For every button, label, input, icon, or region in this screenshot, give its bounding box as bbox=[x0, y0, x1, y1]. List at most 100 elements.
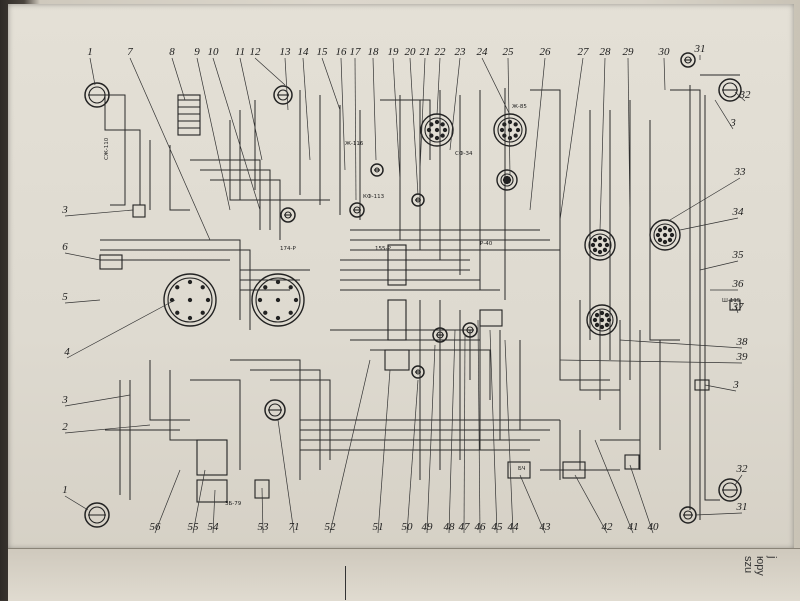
callout-top-10: 16 bbox=[336, 46, 347, 171]
lamp-31-bottom bbox=[679, 506, 697, 524]
wire-label-9: Ш-115 bbox=[722, 298, 741, 304]
callout-top-16-label: 22 bbox=[435, 46, 447, 58]
callout-bottom-4-label: 71 bbox=[289, 521, 300, 533]
wire-36 bbox=[190, 379, 241, 470]
callout-top-5: 11 bbox=[235, 46, 263, 161]
callout-top-3: 9 bbox=[194, 46, 231, 211]
callout-left-6: 1 bbox=[62, 484, 89, 511]
callout-right-11-label: 31 bbox=[736, 501, 748, 513]
callout-top-0: 1 bbox=[87, 46, 96, 86]
callout-top-17-label: 23 bbox=[455, 46, 467, 58]
wire-label-8: БЧ bbox=[518, 466, 526, 472]
callout-right-8: 39 bbox=[559, 351, 749, 364]
callout-left-4: 3 bbox=[61, 394, 131, 407]
callout-top-8: 14 bbox=[298, 46, 311, 161]
callout-top-19: 25 bbox=[503, 46, 514, 176]
callout-bottom-8: 49 bbox=[422, 344, 436, 534]
callout-bottom-15: 42 bbox=[574, 474, 613, 534]
callout-left-5: 2 bbox=[62, 421, 151, 434]
facing-page-text: j юру szu bbox=[742, 556, 778, 576]
fuse-panel-b bbox=[387, 299, 407, 341]
callout-bottom-14-label: 43 bbox=[540, 521, 552, 533]
callout-top-15-label: 21 bbox=[420, 46, 431, 58]
lamp-19 bbox=[370, 163, 384, 177]
callout-left-4-label: 3 bbox=[61, 394, 68, 406]
callout-bottom-2: 54 bbox=[208, 489, 220, 534]
callout-top-11: 17 bbox=[350, 46, 361, 201]
callout-left-0-label: 3 bbox=[61, 204, 68, 216]
horn-71 bbox=[264, 399, 286, 421]
callout-bottom-2-label: 54 bbox=[208, 521, 220, 533]
callout-top-9-label: 15 bbox=[317, 46, 329, 58]
callout-top-25-label: 31 bbox=[694, 43, 706, 55]
callout-bottom-16-label: 41 bbox=[628, 521, 639, 533]
meter-17 bbox=[280, 207, 296, 223]
callout-right-4: 35 bbox=[699, 249, 744, 271]
generator-8 bbox=[177, 94, 201, 136]
wire-3 bbox=[100, 249, 251, 330]
callout-right-11: 31 bbox=[694, 501, 748, 516]
connector-block-4 bbox=[163, 273, 217, 327]
callout-bottom-3: 53 bbox=[258, 487, 270, 534]
callout-top-15: 21 bbox=[420, 46, 431, 171]
callout-right-7: 38 bbox=[619, 336, 749, 349]
wire-1 bbox=[104, 95, 141, 205]
callout-top-17: 23 bbox=[449, 46, 467, 151]
wire-label-6: Р-40 bbox=[480, 241, 493, 247]
wire-2 bbox=[100, 239, 241, 320]
callout-right-1-label: 3 bbox=[729, 117, 736, 129]
callout-bottom-3-label: 53 bbox=[258, 521, 270, 533]
lamp-32-bottom bbox=[718, 478, 742, 502]
callout-bottom-9: 48 bbox=[444, 329, 456, 534]
callout-top-8-label: 14 bbox=[298, 46, 310, 58]
switch-3-right bbox=[694, 379, 710, 391]
lamp-32-top bbox=[718, 78, 742, 102]
callout-top-9: 15 bbox=[317, 46, 341, 111]
callout-top-12: 18 bbox=[368, 46, 379, 161]
callout-left-0: 3 bbox=[61, 204, 134, 217]
callout-top-14: 20 bbox=[405, 46, 419, 196]
wire-label-2: Ж-116 bbox=[345, 141, 364, 147]
callout-bottom-8-label: 49 bbox=[422, 521, 434, 533]
callout-bottom-10-label: 47 bbox=[459, 521, 471, 533]
lamp-50 bbox=[411, 365, 425, 379]
callout-bottom-0-label: 56 bbox=[150, 521, 162, 533]
callout-top-24: 30 bbox=[658, 46, 670, 91]
callout-top-20-label: 26 bbox=[540, 46, 552, 58]
facing-page-rule bbox=[345, 566, 346, 600]
fuse-block-6 bbox=[99, 254, 123, 270]
callout-left-5-label: 2 bbox=[62, 421, 68, 433]
callout-left-6-label: 1 bbox=[62, 484, 68, 496]
callout-top-7: 13 bbox=[280, 46, 292, 111]
callout-right-2: 33 bbox=[669, 166, 746, 221]
wire-34 bbox=[149, 360, 190, 421]
callout-top-18: 24 bbox=[477, 46, 511, 116]
callout-top-7-label: 13 bbox=[280, 46, 292, 58]
callout-top-3-label: 9 bbox=[194, 46, 200, 58]
callout-top-23-label: 29 bbox=[623, 46, 635, 58]
callout-top-4: 10 bbox=[208, 46, 261, 211]
wire-73 bbox=[579, 430, 600, 471]
components bbox=[84, 52, 742, 528]
wire-58 bbox=[579, 300, 620, 391]
wire-47 bbox=[330, 329, 471, 380]
wire-9 bbox=[210, 179, 281, 240]
lamp-31-top bbox=[680, 52, 696, 68]
wire-label-4: 155-Р bbox=[375, 246, 391, 252]
callout-top-5-label: 11 bbox=[235, 46, 245, 58]
wire-30 bbox=[670, 89, 701, 520]
callout-right-10: 32 bbox=[734, 463, 748, 486]
headlamp-1-bottom bbox=[84, 502, 110, 528]
callout-bottom-9-label: 48 bbox=[444, 521, 456, 533]
wire-0 bbox=[95, 94, 126, 206]
wire-label-5: 174-Р bbox=[280, 246, 296, 252]
callout-right-6-label: 37 bbox=[732, 301, 745, 313]
callout-top-22-label: 28 bbox=[600, 46, 612, 58]
switch-40 bbox=[624, 454, 640, 470]
ammeter-48 bbox=[432, 327, 448, 343]
callout-right-7-label: 38 bbox=[736, 336, 749, 348]
callout-left-3-label: 4 bbox=[64, 346, 70, 358]
callout-right-8-label: 39 bbox=[736, 351, 749, 363]
